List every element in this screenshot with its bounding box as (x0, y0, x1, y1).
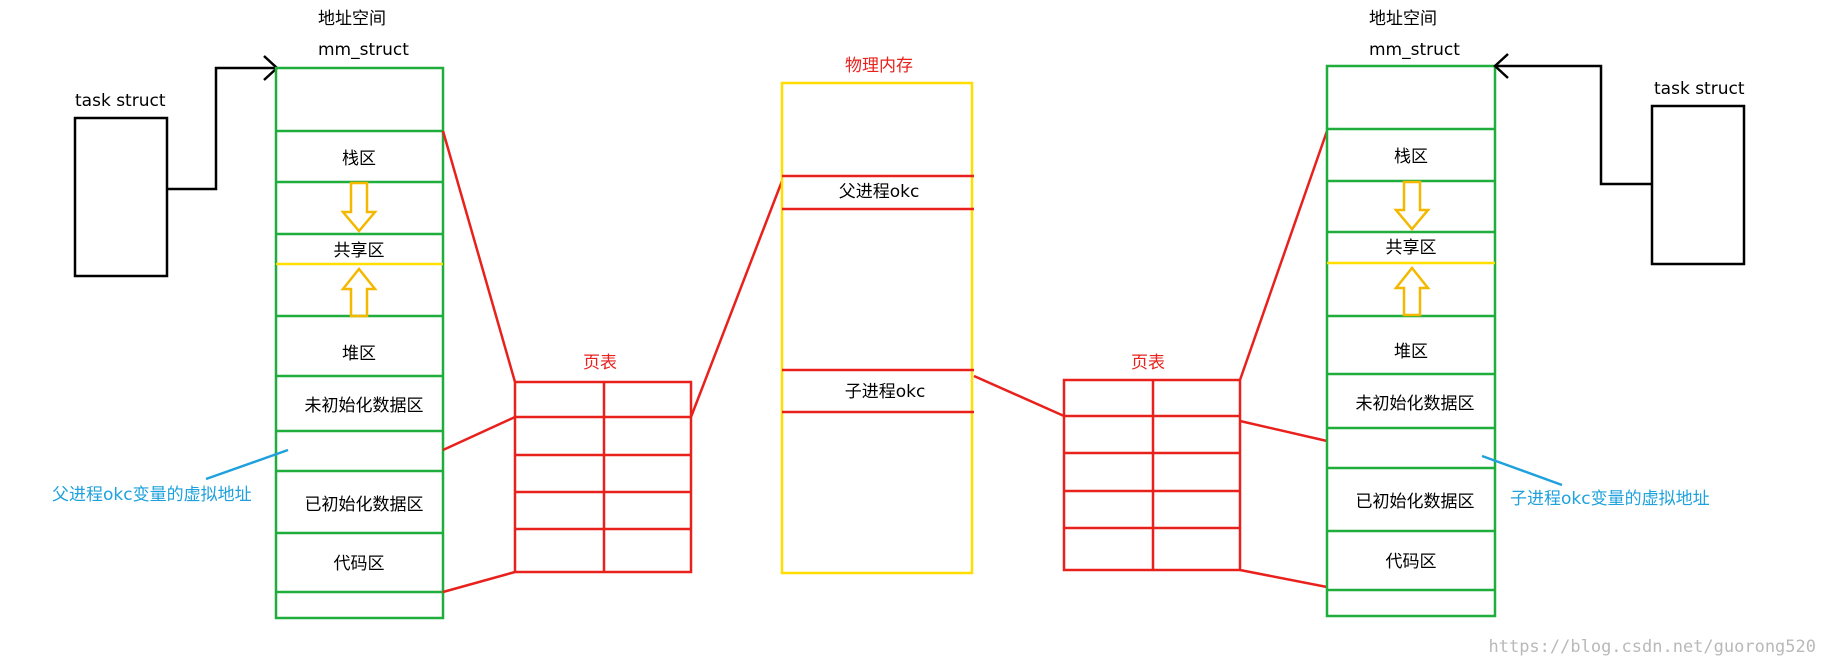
right-virtual-address-annotation: 子进程okc变量的虚拟地址 (1510, 489, 1710, 509)
right-page-table (1062, 378, 1242, 572)
left-task-struct: task struct (73, 91, 169, 278)
left-annotation-pointer (205, 448, 289, 481)
left-heap-segment: 堆区 (342, 344, 376, 364)
left-code-segment: 代码区 (334, 554, 385, 574)
left-mm-struct-label: mm_struct (318, 40, 409, 60)
left-address-space: 栈区 共享区 堆区 未初始化数据区 已初始化数据区 代码区 (274, 66, 445, 620)
physical-memory-box (780, 81, 974, 575)
right-task-to-mm-arrow-line (1495, 64, 1652, 186)
right-mm-struct-label: mm_struct (1369, 40, 1460, 60)
right-address-space-label: 地址空间 (1369, 9, 1437, 29)
right-code-segment: 代码区 (1386, 552, 1437, 572)
left-task-to-mm-arrow-line (167, 66, 276, 191)
right-stack-to-page-table-line (1238, 130, 1329, 381)
right-code-to-page-table-line (1239, 568, 1328, 589)
right-task-struct: task struct (1650, 79, 1746, 266)
right-shared-segment: 共享区 (1386, 238, 1437, 258)
right-page-table-label: 页表 (1131, 353, 1165, 373)
left-virtual-address-annotation: 父进程okc变量的虚拟地址 (52, 485, 252, 505)
right-okc-to-page-table-line (1239, 419, 1328, 443)
right-address-space: 栈区 共享区 堆区 未初始化数据区 已初始化数据区 代码区 (1325, 64, 1497, 618)
left-stack-to-page-table-line (441, 130, 517, 383)
right-task-to-mm-arrowhead (1493, 53, 1509, 79)
left-page-table (513, 380, 693, 574)
right-task-struct-box (1650, 104, 1746, 266)
child-okc-frame: 子进程okc (845, 382, 926, 402)
right-heap-segment: 堆区 (1394, 342, 1428, 362)
left-address-space-label: 地址空间 (318, 9, 386, 29)
left-task-struct-box (73, 116, 169, 278)
right-bss-segment: 未初始化数据区 (1356, 394, 1475, 414)
parent-okc-frame: 父进程okc (839, 182, 920, 202)
watermark-url: https://blog.csdn.net/guorong520 (1488, 637, 1816, 657)
left-task-struct-label: task struct (75, 91, 166, 111)
right-data-segment: 已初始化数据区 (1356, 492, 1475, 512)
left-code-to-page-table-line (442, 570, 516, 594)
left-page-table-label: 页表 (583, 353, 617, 373)
physical-memory-label: 物理内存 (845, 56, 913, 76)
left-address-space-box (274, 66, 445, 620)
stack-grows-down-arrow-icon (1393, 180, 1431, 231)
left-stack-segment: 栈区 (342, 149, 376, 169)
right-address-space-box (1325, 64, 1497, 618)
left-bss-segment: 未初始化数据区 (305, 396, 424, 416)
left-page-table-to-physical-line (689, 180, 784, 418)
left-data-segment: 已初始化数据区 (305, 495, 424, 515)
physical-to-right-page-table-line (973, 374, 1065, 418)
right-task-struct-label: task struct (1654, 79, 1745, 99)
left-okc-to-page-table-line (442, 415, 516, 452)
left-shared-segment: 共享区 (334, 241, 385, 261)
stack-grows-down-arrow-icon (340, 181, 378, 233)
physical-memory: 父进程okc 子进程okc (780, 81, 974, 575)
right-annotation-pointer (1481, 454, 1563, 487)
heap-grows-up-arrow-icon (340, 266, 378, 318)
right-stack-segment: 栈区 (1394, 147, 1428, 167)
heap-grows-up-arrow-icon (1393, 265, 1431, 317)
